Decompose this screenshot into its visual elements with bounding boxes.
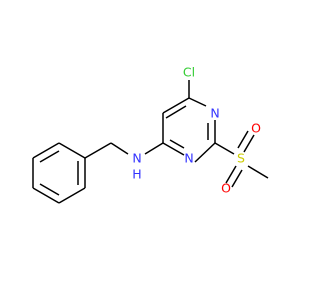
- atom-oxygen-upper: O: [251, 121, 261, 136]
- atom-labels: Cl N N S O O N H: [132, 65, 261, 196]
- bond-benz-2-3: [58, 187, 86, 204]
- bond-benz-3-4: [32, 187, 60, 204]
- bond-benz-3-4-inner: [39, 183, 60, 196]
- bond-c6-c5: [162, 97, 190, 114]
- bond-benz-5-6-inner: [39, 150, 60, 163]
- bond-s-o-upper-a: [237, 130, 249, 149]
- atom-chlorine: Cl: [183, 65, 195, 80]
- bonds: [32, 80, 269, 204]
- bond-c6-c5-inner: [165, 105, 187, 119]
- bond-nh-ch2: [110, 142, 129, 155]
- bond-s-o-lower-b: [231, 169, 243, 188]
- bond-c4-nh: [144, 142, 164, 155]
- bond-c4-n3: [162, 142, 185, 156]
- bond-s-o-lower-a: [225, 165, 237, 184]
- atom-sulfur: S: [237, 151, 245, 166]
- atom-amine-hydrogen: H: [132, 167, 141, 182]
- atom-oxygen-lower: O: [221, 181, 231, 196]
- bond-ch2-c-ipso: [84, 142, 112, 159]
- bond-n3-c2: [194, 142, 216, 163]
- atom-amine-nitrogen: N: [132, 151, 141, 166]
- bond-s-o-upper-b: [243, 134, 255, 153]
- bond-s-ch3: [247, 165, 269, 179]
- bond-benz-5-6: [32, 142, 60, 159]
- bond-c2-s: [214, 142, 235, 155]
- atom-ring-nitrogen-upper: N: [210, 106, 219, 121]
- molecule-structure: Cl N N S O O N H: [32, 65, 269, 204]
- bond-benz-6-1: [58, 142, 86, 159]
- bond-c4-n3-inner: [169, 139, 185, 149]
- bond-n1-c6: [188, 97, 207, 107]
- atom-ring-nitrogen-lower: N: [184, 151, 193, 166]
